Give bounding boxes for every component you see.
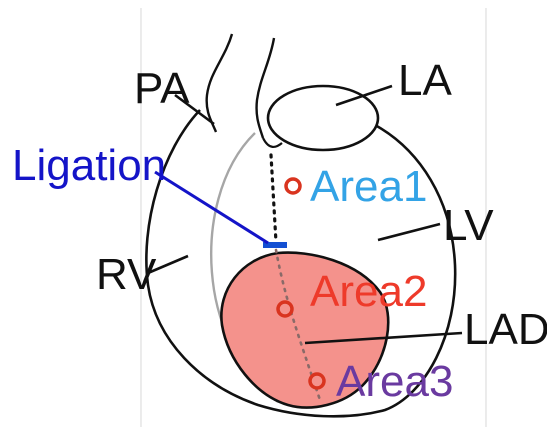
area1-marker bbox=[286, 179, 300, 193]
lad-artery-proximal bbox=[271, 155, 276, 242]
area2-marker bbox=[278, 302, 292, 316]
pulmonary-artery-inner-wall bbox=[263, 138, 282, 147]
area3-marker bbox=[310, 374, 324, 388]
label-area3: Area3 bbox=[336, 357, 453, 406]
label-rv: RV bbox=[96, 250, 157, 299]
label-lv: LV bbox=[443, 201, 494, 250]
pulmonary-artery-left-wall bbox=[207, 34, 232, 132]
lv-leader bbox=[378, 224, 440, 240]
label-area2: Area2 bbox=[310, 267, 427, 316]
label-la: LA bbox=[398, 56, 452, 105]
label-pa: PA bbox=[134, 64, 190, 113]
label-area1: Area1 bbox=[310, 162, 427, 211]
label-lad: LAD bbox=[464, 305, 547, 354]
label-ligation: Ligation bbox=[12, 141, 166, 190]
